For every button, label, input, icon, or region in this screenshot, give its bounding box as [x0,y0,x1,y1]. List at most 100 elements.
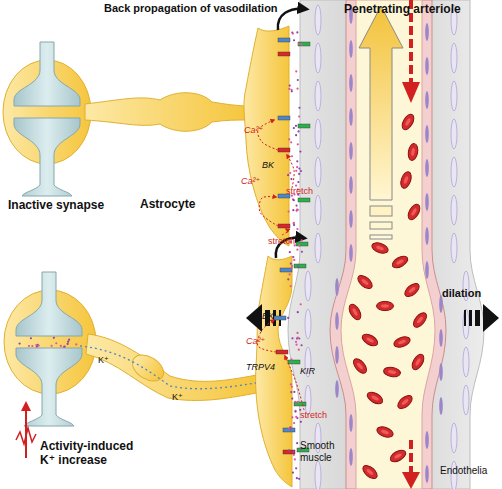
red-blood-cell [351,357,369,376]
smooth-muscle-cell [315,5,321,35]
smooth-muscle-cell [451,423,457,453]
potassium-ion [295,341,297,343]
red-blood-cell [399,170,413,189]
potassium-ion [296,210,298,212]
arrow-dash [370,206,392,216]
red-blood-cell-center [416,316,424,324]
ion-channel [280,268,292,272]
ion-channel [278,224,290,228]
potassium-ion [293,224,295,226]
astrocyte-process [86,334,262,400]
red-blood-cell [360,332,379,348]
potassium-ion [300,303,302,305]
ion-label: K⁺ [172,392,183,402]
potassium-ion [287,210,289,212]
potassium-ion [296,166,298,168]
smooth-muscle-cell [315,81,321,111]
potassium-ion [31,345,33,347]
postsynaptic-terminal [14,118,80,196]
presynaptic-terminal [14,42,80,106]
potassium-ion [295,467,297,469]
endothelial-nucleus [425,57,429,75]
red-blood-cell [403,281,422,299]
signal-arrow [282,229,288,235]
potassium-ion [289,172,291,174]
potassium-ion [293,391,295,393]
red-blood-cell [406,202,422,221]
node-label: Activity-induced K⁺ increase [40,440,144,468]
arrow-dash [370,235,392,239]
red-blood-cell [351,357,369,376]
potassium-ion [300,344,302,346]
red-blood-cell [370,241,389,255]
red-blood-cell [392,335,411,349]
potassium-ion [290,178,292,180]
red-blood-cell [390,254,409,270]
potassium-ion [295,204,297,206]
smooth-muscle-cell [451,195,457,225]
potassium-ion [296,332,298,334]
potassium-ion [297,336,299,338]
smooth-muscle-layer [288,0,484,489]
smooth-muscle-cell [463,385,469,415]
endothelial-nucleus [425,431,429,449]
endothelial-nucleus [425,125,429,143]
signal-arrow [259,197,278,226]
red-blood-cell [361,463,380,481]
potassium-ion [296,31,298,33]
potassium-ion [292,32,294,34]
smooth-muscle-band: Smooth muscle [300,440,354,474]
potassium-ion [290,383,292,385]
potassium-ion [298,115,300,117]
node-label: Smooth muscle [300,440,354,463]
potassium-ion [294,410,296,412]
red-blood-cell [361,463,380,481]
potassium-ion [75,343,77,345]
smooth-muscle-cell [305,271,311,301]
potassium-ion [295,170,297,172]
potassium-ion [298,349,300,351]
potassium-ion [298,167,300,169]
smooth-muscle-cell [315,461,321,489]
red-blood-cell-center [403,176,409,185]
potassium-ion [19,342,21,344]
signal-arrow [287,155,294,188]
ion-channel [298,42,310,46]
smooth-muscle-cell [451,81,457,111]
dilation-arrow-head [246,304,262,332]
potassium-ion [289,273,291,275]
potassium-ion [301,251,303,253]
red-blood-cell-center [356,362,364,370]
red-blood-cell-center [388,370,396,375]
endothelial-nucleus [425,193,429,211]
red-blood-cell-center [401,398,409,406]
stimulus-label: stretch [268,236,295,246]
potassium-ion [294,411,296,413]
red-blood-cell-center [366,337,375,344]
potassium-ion [296,337,298,339]
synapse [14,42,80,196]
red-blood-cell [390,254,409,270]
potassium-ion [297,181,299,183]
red-blood-cell-center [366,468,374,476]
potassium-ion [296,228,298,230]
smooth-muscle-cell [451,43,457,73]
potassium-ion [296,160,298,162]
potassium-ion [67,343,69,345]
synapse-node: Inactive synapse [4,40,128,213]
vessel-cells [305,5,469,489]
red-blood-cell-center [405,118,412,127]
dilation-arrow-bar [475,310,480,326]
effect-label: dilation [442,287,481,300]
potassium-ion [290,391,292,393]
astrocyte-endfoot [244,26,289,246]
potassium-ion [289,251,291,253]
channel-label: BK [262,311,274,321]
red-blood-cell [356,273,375,291]
endothelial-nucleus [349,176,353,194]
endothelial-nucleus [425,159,429,177]
endothelial-nucleus [439,397,443,415]
potassium-ion [51,345,53,347]
smooth-muscle-cell [463,347,469,377]
